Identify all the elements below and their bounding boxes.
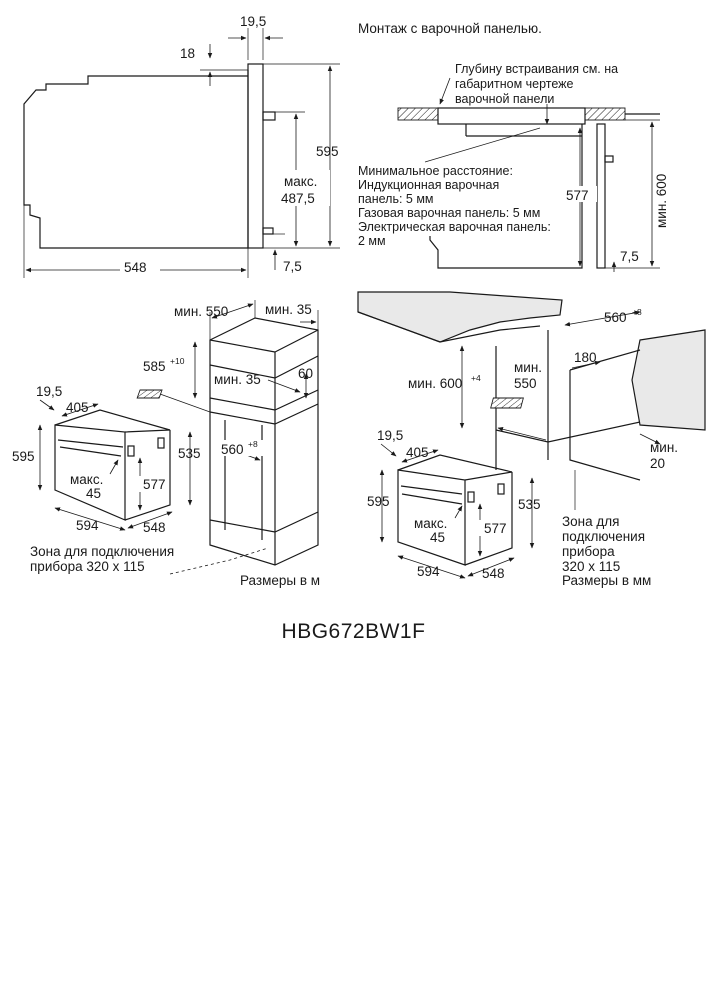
tall-niche-inner-width-tol: +8 <box>248 439 258 449</box>
tall-oven-width: 594 <box>76 518 99 533</box>
oven-front-panel <box>247 63 264 249</box>
tall-oven-front-thickness: 19,5 <box>36 384 62 399</box>
hob-note-min-5: Электрическая варочная панель: <box>358 220 551 234</box>
tall-oven-recess: 535 <box>178 446 201 461</box>
uc-connection-zone-3: прибора <box>562 544 615 559</box>
tall-oven-inner-height: 577 <box>143 477 166 492</box>
uc-min-depth-value: 550 <box>514 376 537 391</box>
tall-connection-zone-1: Зона для подключения <box>30 544 174 559</box>
tall-niche-height: 585 <box>143 359 166 374</box>
hob-note-min-6: 2 мм <box>358 234 386 248</box>
tall-oven-depth: 548 <box>143 520 166 535</box>
tall-oven-height: 595 <box>12 449 35 464</box>
uc-oven-max-value: 45 <box>430 530 445 545</box>
uc-oven-front-thickness: 19,5 <box>377 428 403 443</box>
uc-connection-zone-2: подключения <box>562 529 645 544</box>
side-top-gap: 18 <box>180 46 195 61</box>
oven-side-outline <box>23 70 249 249</box>
tall-min-depth: мин. 35 <box>265 302 312 317</box>
hob-min-height: мин. 600 <box>654 174 669 228</box>
tall-min-gap: мин. 35 <box>214 372 261 387</box>
hob-title: Монтаж с варочной панелью. <box>358 21 542 36</box>
tall-vent: 60 <box>298 366 313 381</box>
side-view-drawing: 19,5 18 595 макс. 487,5 7,5 548 <box>23 14 340 278</box>
side-max-label: макс. <box>284 174 317 189</box>
side-height: 595 <box>316 144 339 159</box>
uc-oven-height: 595 <box>367 494 390 509</box>
uc-niche-width: 560 <box>604 310 627 325</box>
oven-handle-bracket <box>262 227 274 235</box>
tall-oven-inner-depth: 405 <box>66 400 89 415</box>
hob-note-min-3: панель: 5 мм <box>358 192 434 206</box>
tall-connection-zone-2: прибора 320 x 115 <box>30 559 145 574</box>
uc-worktop <box>357 291 563 343</box>
side-depth: 548 <box>124 260 147 275</box>
hob-height: 577 <box>566 188 589 203</box>
hob-worktop-left <box>397 107 439 121</box>
hob-worktop-right <box>584 107 626 121</box>
hob-note-min-1: Минимальное расстояние: <box>358 164 513 178</box>
uc-oven-inner-depth: 405 <box>406 445 429 460</box>
uc-min-rear-value: 20 <box>650 456 665 471</box>
uc-oven-width: 594 <box>417 564 440 579</box>
uc-min-rear-label: мин. <box>650 440 678 455</box>
tall-vent-hatch <box>136 389 163 399</box>
uc-min-height: мин. 600 <box>408 376 462 391</box>
uc-vent-hatch <box>490 397 524 409</box>
tall-min-width: мин. 550 <box>174 304 228 319</box>
hob-note-depth-3: варочной панели <box>455 92 554 106</box>
uc-connection-zone-1: Зона для <box>562 514 619 529</box>
hob-installation-drawing: Монтаж с варочной панелью. Глубину встра… <box>358 21 669 272</box>
uc-oven-handle <box>401 493 463 505</box>
hob-note-depth-1: Глубину встраивания см. на <box>455 62 618 76</box>
uc-oven-recess: 535 <box>518 497 541 512</box>
oven-handle <box>262 111 276 121</box>
uc-connection-zone-4: 320 x 115 <box>562 559 620 574</box>
uc-side-wall <box>631 329 706 431</box>
uc-oven-depth: 548 <box>482 566 505 581</box>
uc-units: Размеры в мм <box>562 573 651 588</box>
side-max-value: 487,5 <box>281 191 315 206</box>
uc-niche-width-tol: +8 <box>632 307 642 317</box>
hob-note-depth-2: габаритном чертеже <box>455 77 574 91</box>
tall-units: Размеры в м <box>240 573 320 588</box>
uc-min-height-tol: +4 <box>471 373 481 383</box>
uc-min-depth-label: мин. <box>514 360 542 375</box>
model-number: HBG672BW1F <box>281 620 426 643</box>
tall-niche-inner-width: 560 <box>221 442 244 457</box>
uc-oven-inner-height: 577 <box>484 521 507 536</box>
side-front-thickness: 19,5 <box>240 14 266 29</box>
hob-bottom-offset: 7,5 <box>620 249 639 264</box>
hob-oven-outline <box>429 124 583 269</box>
tall-oven-max-label: макс. <box>70 472 103 487</box>
under-counter-drawing: 560 +8 мин. 600 +4 мин. 550 180 мин. 20 … <box>357 291 706 588</box>
tall-niche-height-tol: +10 <box>170 356 185 366</box>
side-bottom-offset: 7,5 <box>283 259 302 274</box>
hob-note-min-4: Газовая варочная панель: 5 мм <box>358 206 540 220</box>
hob-note-min-2: Индукционная варочная <box>358 178 499 192</box>
tall-unit-drawing: мин. 550 мин. 35 585 +10 мин. 35 60 560 … <box>12 300 320 588</box>
hob-oven-front <box>596 123 606 269</box>
uc-oven-max-label: макс. <box>414 516 447 531</box>
tall-oven-handle <box>59 446 122 457</box>
uc-back-gap: 180 <box>574 350 597 365</box>
hob-body <box>437 107 586 125</box>
tall-oven-max-value: 45 <box>86 486 101 501</box>
